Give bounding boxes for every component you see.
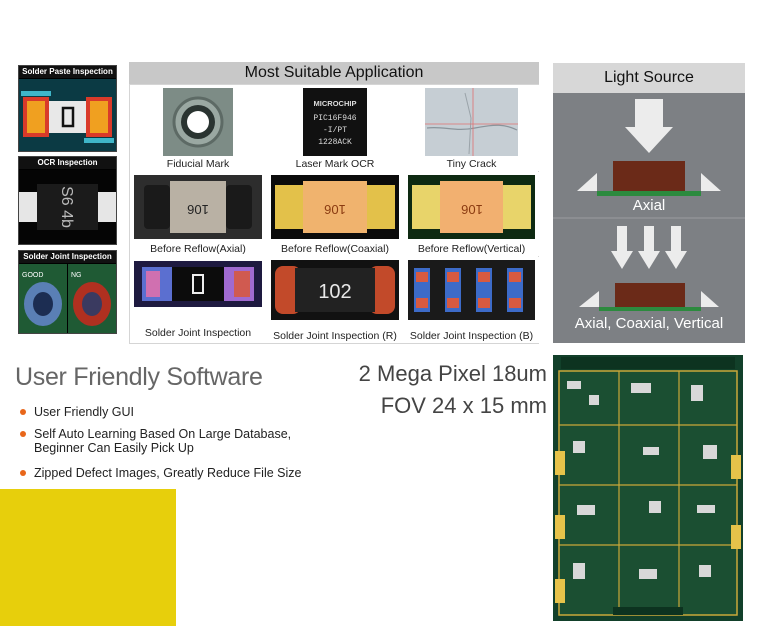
app-label-joint-b: Solder Joint Inspection (B)	[409, 330, 534, 342]
tiny-crack-image	[425, 88, 518, 156]
app-label-joint-r: Solder Joint Inspection (R)	[273, 330, 397, 342]
app-cell-joint: Solder Joint Inspection	[130, 257, 266, 343]
chip-line-1: MICROCHIP	[314, 99, 357, 108]
chip-line-3: -I/PT	[323, 126, 347, 135]
ocr-chip-text: S6 4b	[58, 186, 75, 228]
axial-arrow-2-icon	[638, 226, 660, 269]
app-label-reflow-axial: Before Reflow(Axial)	[150, 243, 246, 255]
app-label-tiny-crack: Tiny Crack	[446, 158, 497, 170]
app-cell-joint-r: 102 Solder Joint Inspection (R)	[267, 257, 403, 343]
app-cell-fiducial: Fiducial Mark	[130, 85, 266, 171]
reflow-vertical-image: 106	[408, 175, 535, 239]
axial-label: Axial	[632, 197, 666, 214]
multi-light-label: Axial, Coaxial, Vertical	[574, 315, 724, 332]
reflow-coaxial-chip-text: 106	[324, 202, 346, 217]
ocr-image: S6 4b	[19, 170, 116, 244]
app-cell-tiny-crack: Tiny Crack	[404, 85, 539, 171]
ocr-thumbnail: OCR Inspection S6 4b	[18, 156, 117, 245]
app-label-reflow-vertical: Before Reflow(Vertical)	[417, 243, 526, 255]
application-title: Most Suitable Application	[129, 62, 539, 84]
reflow-axial-chip-text: 106	[187, 202, 209, 217]
bullet-item: Self Auto Learning Based On Large Databa…	[20, 427, 324, 455]
joint-good-label: GOOD	[22, 272, 43, 279]
coaxial-arrow-icon	[611, 226, 633, 269]
solder-joint-thumbnail: Solder Joint Inspection GOOD NG	[18, 250, 117, 334]
app-cell-laser-ocr: MICROCHIP PIC16F946 -I/PT 1228ACK Laser …	[267, 85, 403, 171]
reflow-axial-image: 106	[134, 175, 262, 239]
joint-ng-label: NG	[71, 272, 82, 279]
light-source-panel: Light Source Axial Axial, Coaxial, Verti…	[553, 63, 745, 343]
light-source-title: Light Source	[553, 63, 745, 93]
solder-paste-thumbnail: Solder Paste Inspection	[18, 65, 117, 152]
software-title: User Friendly Software	[15, 363, 263, 391]
camera-fov: FOV 24 x 15 mm	[380, 393, 547, 418]
fiducial-image	[163, 88, 233, 156]
app-cell-reflow-coaxial: 106 Before Reflow(Coaxial)	[267, 172, 403, 256]
vertical-arrow-icon	[665, 226, 687, 269]
laser-ocr-image: MICROCHIP PIC16F946 -I/PT 1228ACK	[303, 88, 367, 156]
reflow-coaxial-image: 106	[271, 175, 399, 239]
joint-b-image	[408, 260, 535, 320]
joint-image	[134, 261, 262, 307]
app-label-joint: Solder Joint Inspection	[144, 327, 252, 339]
axial-arrow-icon	[625, 99, 673, 153]
bullet-dot-icon	[20, 431, 26, 437]
reflow-vertical-chip-text: 106	[461, 202, 483, 217]
ocr-label: OCR Inspection	[19, 157, 116, 169]
solder-joint-label: Solder Joint Inspection	[19, 251, 116, 263]
app-label-reflow-coaxial: Before Reflow(Coaxial)	[281, 243, 389, 255]
joint-r-chip-text: 102	[318, 281, 351, 303]
app-label-fiducial: Fiducial Mark	[166, 158, 230, 170]
solder-paste-image	[19, 79, 116, 151]
bullet-dot-icon	[20, 409, 26, 415]
bullet-item: Zipped Defect Images, Greatly Reduce Fil…	[20, 466, 344, 480]
bullet-item: User Friendly GUI	[20, 405, 134, 419]
solder-paste-label: Solder Paste Inspection	[19, 66, 116, 78]
chip-line-2: PIC16F946	[313, 114, 356, 123]
camera-resolution: 2 Mega Pixel 18um	[358, 361, 547, 386]
app-label-laser-ocr: Laser Mark OCR	[295, 158, 375, 170]
joint-r-image: 102	[271, 260, 399, 320]
solder-joint-image: GOOD NG	[19, 264, 116, 333]
app-cell-joint-b: Solder Joint Inspection (B)	[404, 257, 539, 343]
app-cell-reflow-vertical: 106 Before Reflow(Vertical)	[404, 172, 539, 256]
chip-line-4: 1228ACK	[318, 138, 352, 147]
light-diagram	[553, 99, 745, 311]
accent-block	[0, 489, 176, 626]
pcb-image	[553, 355, 743, 621]
bullet-dot-icon	[20, 470, 26, 476]
app-cell-reflow-axial: 106 Before Reflow(Axial)	[130, 172, 266, 256]
